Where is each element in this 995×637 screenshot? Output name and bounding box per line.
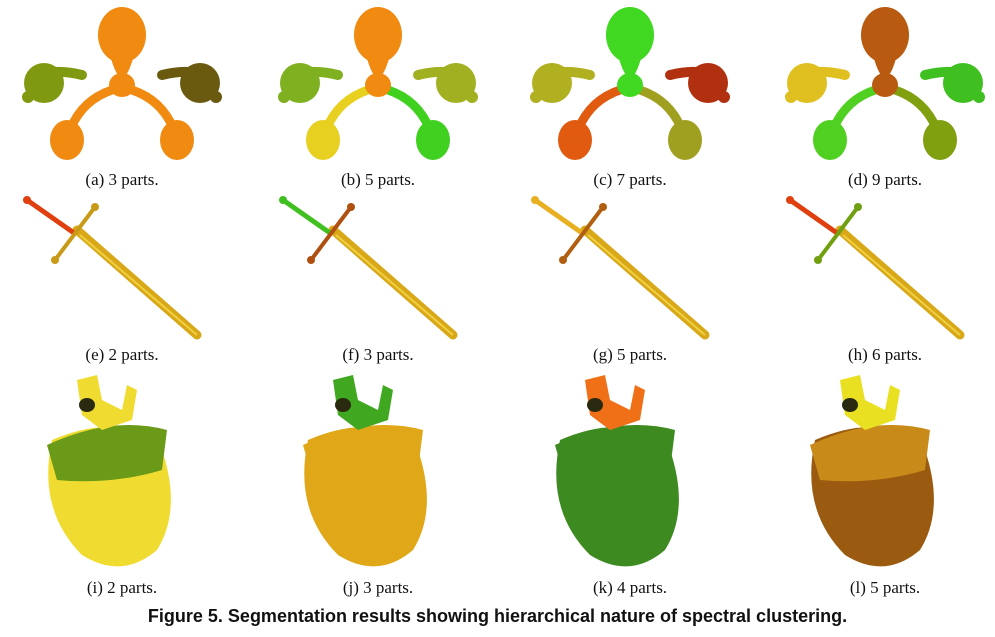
subfigure-caption: (j) 3 parts.: [342, 578, 414, 597]
figure-caption: Figure 5. Segmentation results showing h…: [147, 606, 848, 626]
sword-image: [786, 196, 965, 340]
subfigure-caption: (a) 3 parts.: [85, 170, 159, 189]
sword-image: [23, 196, 202, 340]
octopus-image: [22, 7, 222, 160]
octopus-image: [278, 7, 478, 160]
octopus-image: [530, 7, 730, 160]
subfigure-caption: (i) 2 parts.: [86, 578, 158, 597]
subfigure-caption: (k) 4 parts.: [592, 578, 668, 597]
heart-image: [810, 375, 934, 567]
subfigure-caption: (b) 5 parts.: [340, 170, 416, 189]
subfigure-caption: (g) 5 parts.: [592, 345, 668, 364]
sword-image: [279, 196, 458, 340]
subfigure-caption: (l) 5 parts.: [849, 578, 921, 597]
subfigure-caption: (c) 7 parts.: [593, 170, 667, 189]
heart-image: [303, 375, 427, 567]
heart-image: [47, 375, 171, 567]
subfigure-caption: (d) 9 parts.: [847, 170, 923, 189]
octopus-image: [785, 7, 985, 160]
subfigure-caption: (f) 3 parts.: [342, 345, 414, 364]
subfigure-caption: (e) 2 parts.: [85, 345, 159, 364]
heart-image: [555, 375, 679, 567]
subfigure-caption: (h) 6 parts.: [847, 345, 923, 364]
sword-image: [531, 196, 710, 340]
